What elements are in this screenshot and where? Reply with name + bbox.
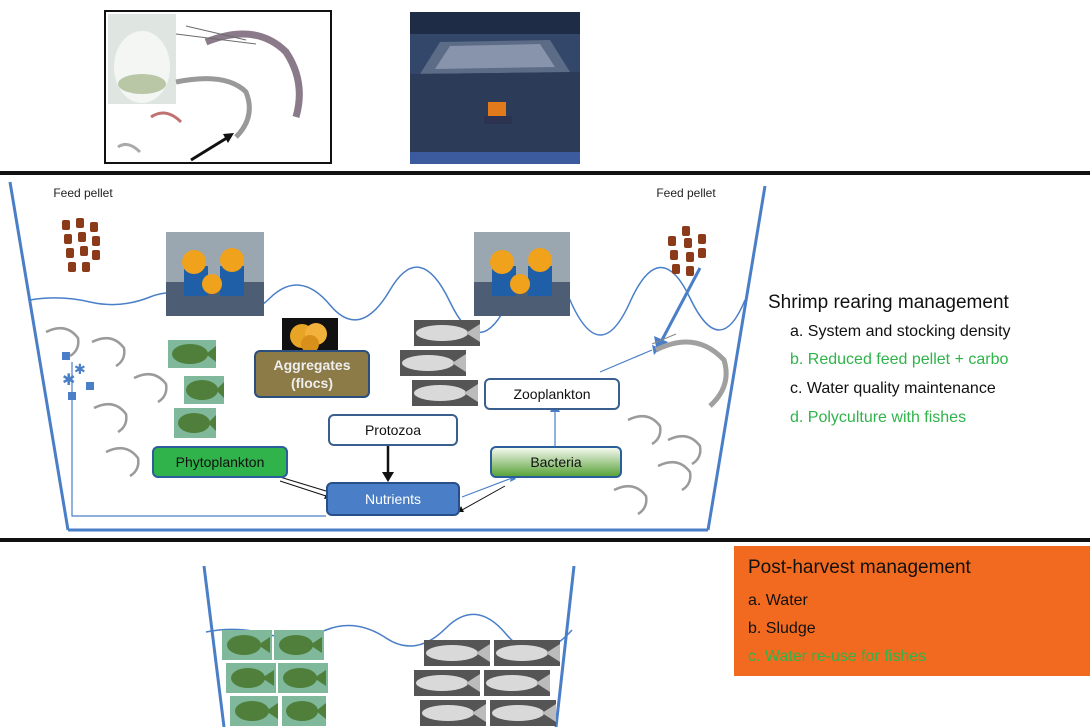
tank-left-wall: [8, 181, 70, 531]
shrimp-group-right: [613, 414, 702, 516]
green-fish-group-bottom: [222, 630, 328, 726]
aggregates-box: Aggregates (flocs): [254, 350, 370, 398]
aerator-right-image: [474, 232, 570, 316]
grey-fish-group-bottom: [414, 640, 560, 726]
nutrients-box: Nutrients: [326, 482, 460, 516]
aerator-left-image: [166, 232, 264, 316]
post-harvest-item-b: b. Sludge: [748, 620, 816, 637]
post-harvest-item-c: c. Water re-use for fishes: [748, 648, 927, 665]
bacteria-box: Bacteria: [490, 446, 622, 478]
svg-text:✱: ✱: [62, 370, 75, 389]
protozoa-box: Protozoa: [328, 414, 458, 446]
green-fish-group-middle: [168, 340, 224, 438]
divider-top: [0, 171, 1090, 175]
post-harvest-item-a: a. Water: [748, 592, 808, 609]
rearing-item-d: d. Polyculture with fishes: [790, 409, 967, 426]
rearing-tank-diagram: ✱ ✱: [8, 181, 767, 532]
divider-bottom: [0, 538, 1090, 542]
tank-right-wall: [706, 185, 767, 531]
post-harvest-title: Post-harvest management: [748, 557, 971, 578]
arrow-nutrients-bacteria: [461, 477, 513, 498]
nutrient-particle: [62, 352, 70, 360]
feed-pellet-label-right: Feed pellet: [656, 186, 716, 200]
recycle-line: [71, 362, 326, 517]
arrow-pellet-shrimp: [660, 267, 702, 341]
pond-photo: [410, 12, 580, 164]
arrow-zooplankton-shrimp: [599, 349, 653, 373]
rearing-item-a: a. System and stocking density: [790, 323, 1011, 340]
shrimp-life-stages-drawing: [108, 14, 303, 162]
shrimp-group-left: [45, 326, 168, 478]
pond-photo-drawing: [410, 12, 580, 164]
floc-image: [282, 318, 338, 356]
shrimp-life-stages-image: [104, 10, 332, 164]
large-shrimp-drawing: [651, 333, 729, 408]
feed-pellets-right-icon: [668, 226, 706, 276]
phytoplankton-box: Phytoplankton: [152, 446, 288, 478]
rearing-title: Shrimp rearing management: [768, 292, 1009, 313]
grey-fish-group-middle: [400, 320, 480, 406]
feed-pellet-label-left: Feed pellet: [53, 186, 113, 200]
svg-text:✱: ✱: [74, 362, 86, 378]
post-harvest-panel: [734, 546, 1090, 676]
rearing-item-b: b. Reduced feed pellet + carbo: [790, 351, 1009, 368]
feed-pellets-left-icon: [62, 218, 100, 272]
green-fish-icon: [168, 340, 216, 368]
rearing-item-c: c. Water quality maintenance: [790, 380, 996, 397]
zooplankton-box: Zooplankton: [484, 378, 620, 410]
